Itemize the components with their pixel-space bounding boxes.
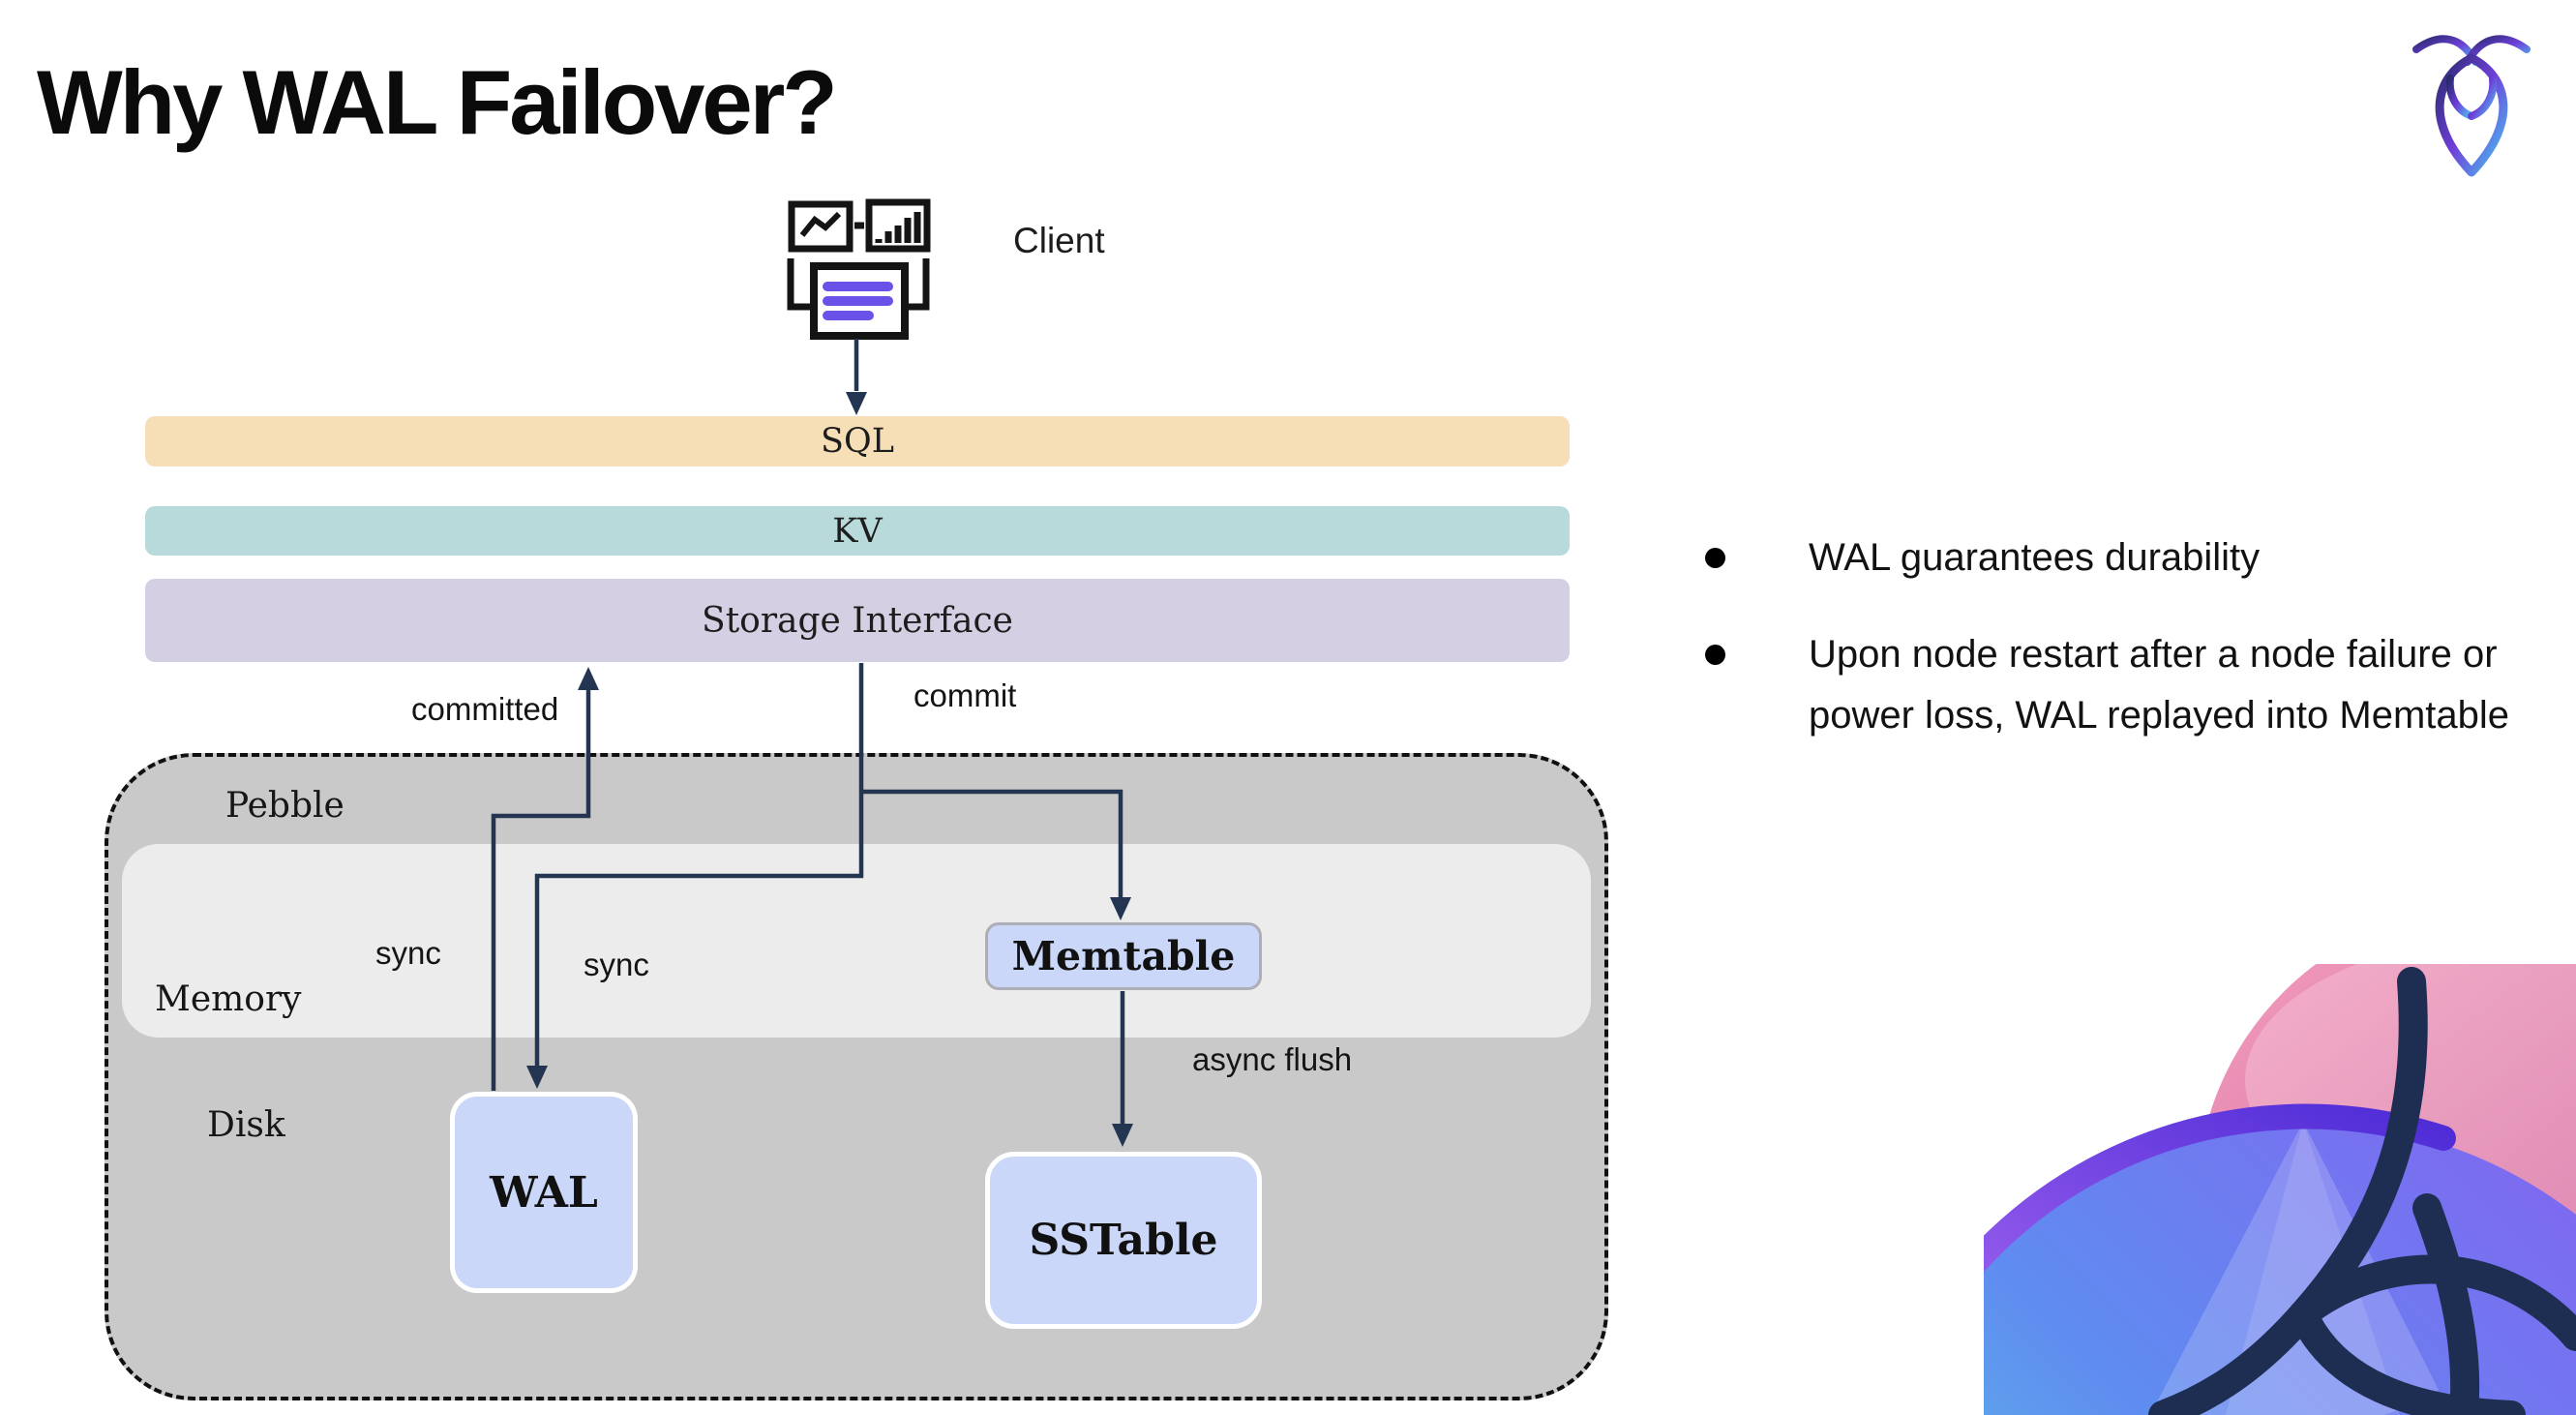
arrowhead-storage xyxy=(578,667,599,690)
line-chart-icon xyxy=(788,200,854,253)
brand-artwork xyxy=(1984,964,2576,1415)
art-blue-sphere xyxy=(1984,1122,2576,1415)
bracket-right xyxy=(907,258,930,311)
disk-label: Disk xyxy=(207,1105,285,1145)
bullet-dot xyxy=(1705,645,1725,665)
layer-storage-interface: Storage Interface xyxy=(145,579,1570,662)
layer-sql: SQL xyxy=(145,416,1570,467)
art-navy-leaf-bottom xyxy=(2289,1300,2526,1415)
client-label: Client xyxy=(1013,221,1105,260)
edge-label-async-flush: async flush xyxy=(1192,1041,1353,1077)
bullet-text-1: WAL guarantees durability xyxy=(1809,536,2261,579)
bullet-list: WAL guarantees durability Upon node rest… xyxy=(1705,527,2557,782)
layer-kv-label: KV xyxy=(832,511,883,551)
art-navy-vein xyxy=(2412,1193,2480,1415)
art-purple-arc xyxy=(1984,1103,2456,1273)
node-sstable: SSTable xyxy=(985,1152,1262,1329)
edge-label-commit: commit xyxy=(914,677,1017,713)
art-blue-highlight xyxy=(2150,1122,2439,1415)
node-memtable-label: Memtable xyxy=(1011,933,1236,979)
bar-chart-icon xyxy=(865,198,931,253)
bullet-item: WAL guarantees durability xyxy=(1705,527,2557,588)
art-pink-highlight xyxy=(2245,964,2576,1225)
memory-label: Memory xyxy=(155,979,302,1019)
memory-band xyxy=(122,844,1591,1038)
layer-sql-label: SQL xyxy=(821,422,894,461)
node-wal: WAL xyxy=(450,1092,638,1293)
bullet-text-2: Upon node restart after a node failure o… xyxy=(1809,633,2510,737)
layer-kv: KV xyxy=(145,506,1570,556)
client-icon xyxy=(787,198,931,340)
layer-storage-label: Storage Interface xyxy=(702,600,1013,641)
arrowhead-sql xyxy=(846,392,867,415)
edge-label-committed: committed xyxy=(411,691,559,727)
pebble-label: Pebble xyxy=(225,786,344,826)
page-title: Why WAL Failover? xyxy=(37,51,838,153)
bracket-left xyxy=(787,258,810,311)
bullet-item: Upon node restart after a node failure o… xyxy=(1705,624,2557,746)
bullet-dot xyxy=(1705,548,1725,568)
art-navy-leaf-top xyxy=(2289,1254,2576,1351)
art-pink-sphere xyxy=(2197,964,2576,1415)
node-sstable-label: SSTable xyxy=(1029,1216,1218,1265)
edge-label-sync-left: sync xyxy=(375,935,441,971)
node-memtable: Memtable xyxy=(985,922,1262,990)
edge-label-sync-right: sync xyxy=(584,947,649,982)
cockroachdb-logo-icon xyxy=(2412,35,2531,177)
art-navy-stem xyxy=(2148,967,2428,1415)
art-blue-highlight-2 xyxy=(2226,1122,2400,1415)
node-wal-label: WAL xyxy=(490,1167,598,1218)
